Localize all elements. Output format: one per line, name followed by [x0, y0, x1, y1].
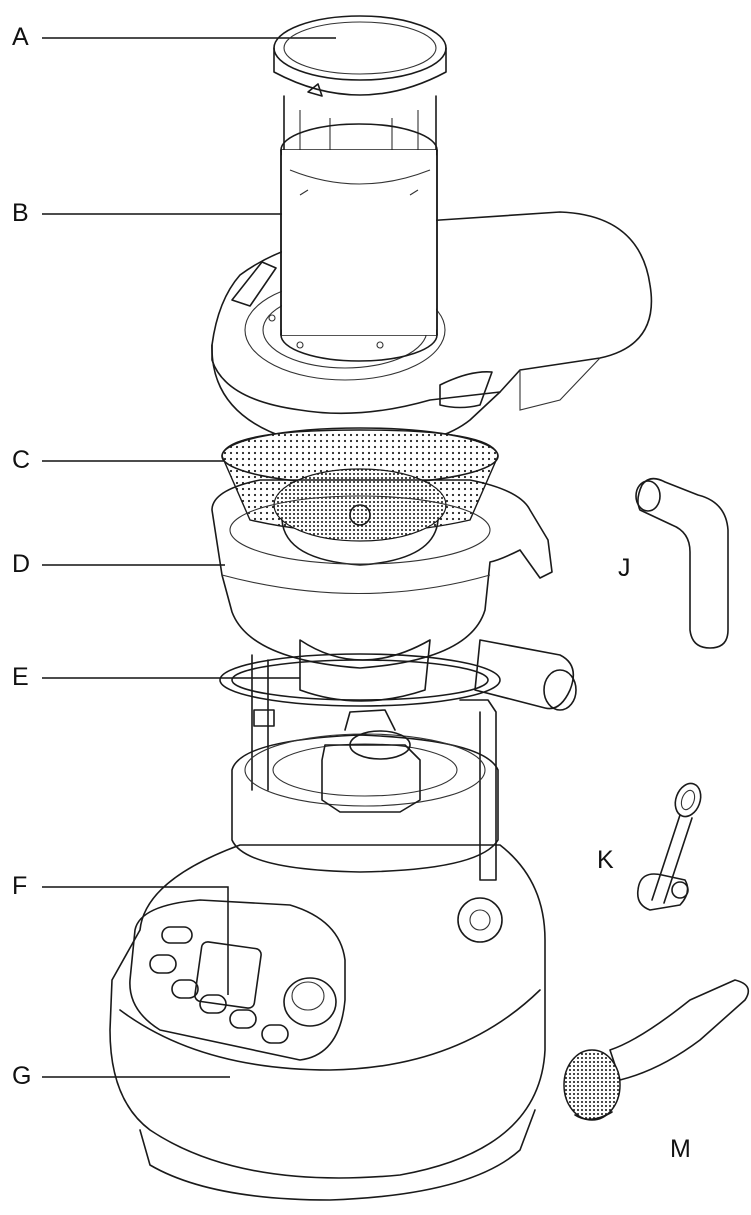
label-e: E — [12, 663, 29, 691]
feed-chute-lid-part-b — [211, 123, 653, 450]
label-j: J — [618, 554, 631, 582]
tool-part-j — [635, 477, 729, 649]
motor-base-top — [231, 709, 503, 943]
tool-part-k — [636, 782, 702, 911]
label-k: K — [597, 846, 614, 874]
leader-lines — [42, 37, 336, 1078]
label-d: D — [12, 550, 31, 578]
leader-f — [42, 886, 229, 995]
food-pusher-part-a — [273, 15, 447, 165]
cleaning-brush-part-m — [563, 979, 750, 1121]
filter-basket-part-c — [221, 427, 499, 566]
label-m: M — [670, 1135, 691, 1163]
label-c: C — [12, 446, 31, 474]
label-g: G — [12, 1062, 32, 1090]
motor-base-part-g — [109, 844, 546, 1201]
label-b: B — [12, 199, 29, 227]
seal-ring-part-e — [219, 653, 501, 881]
juicer-bowl-part-d — [211, 479, 577, 711]
label-f: F — [12, 872, 28, 900]
label-a: A — [12, 23, 29, 51]
